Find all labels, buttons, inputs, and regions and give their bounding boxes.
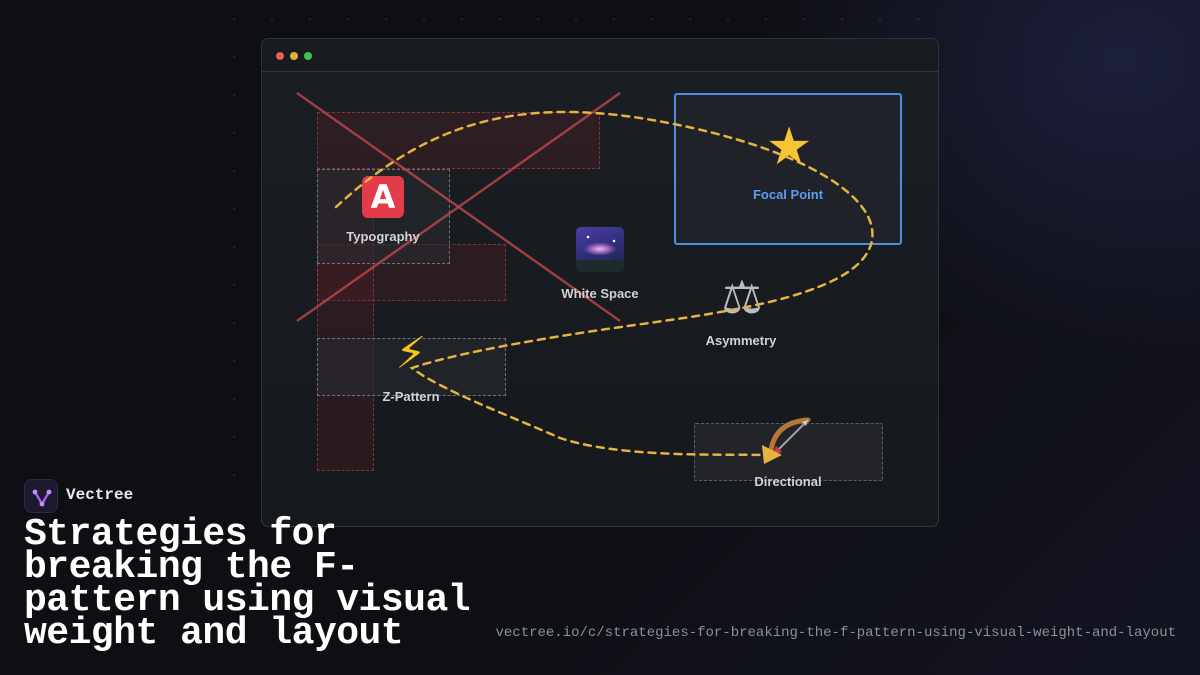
galaxy-icon: [576, 227, 624, 272]
path-arrowhead: [762, 445, 782, 464]
z-pattern-label: Z-Pattern: [382, 389, 440, 404]
window-close-button[interactable]: [276, 52, 284, 60]
brand-name: Vectree: [66, 486, 134, 504]
window-titlebar: [262, 39, 938, 72]
balance-scale-icon: ⚖: [721, 270, 763, 324]
window-minimize-button[interactable]: [290, 52, 298, 60]
window-maximize-button[interactable]: [304, 52, 312, 60]
directional-box: [694, 423, 883, 481]
letter-a-button-icon: A: [362, 176, 404, 218]
page-url[interactable]: vectree.io/c/strategies-for-breaking-the…: [495, 625, 1176, 641]
focal-point-label: Focal Point: [752, 187, 824, 202]
typography-label: Typography: [346, 229, 420, 244]
cross-line-2: [296, 91, 621, 323]
vectree-logo: [24, 479, 58, 513]
focal-point-box: [674, 93, 902, 245]
directional-label: Directional: [754, 474, 822, 489]
white-space-label: White Space: [561, 286, 639, 301]
path-curve: [334, 110, 874, 457]
page-headline: Strategies for breaking the F-pattern us…: [24, 513, 471, 655]
lightning-bolt-icon: ⚡: [395, 328, 427, 379]
asymmetry-label: Asymmetry: [705, 333, 777, 348]
